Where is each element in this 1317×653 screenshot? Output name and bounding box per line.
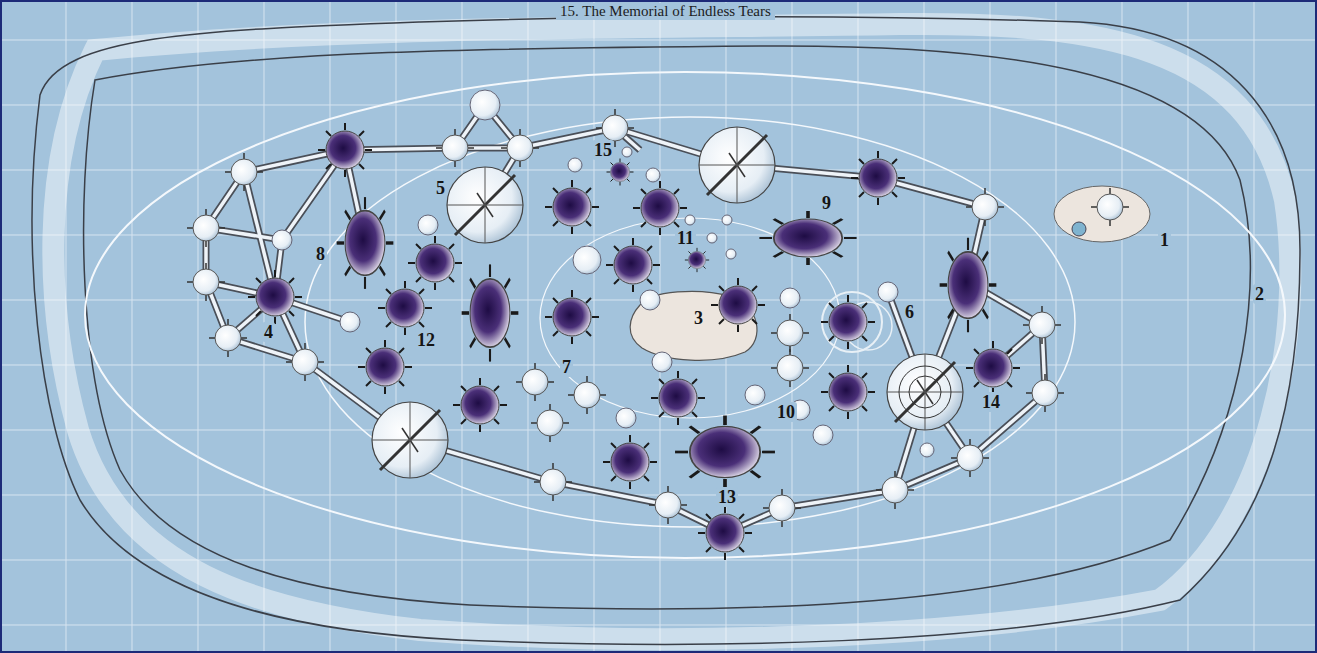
callout-number: 15 [592, 140, 614, 160]
callout-number: 7 [560, 357, 573, 377]
callout-number: 4 [262, 322, 275, 342]
callout-number: 3 [692, 308, 705, 328]
map-title: 15. The Memorial of Endless Tears [556, 3, 775, 20]
callout-number: 6 [903, 302, 916, 322]
callout-number: 9 [820, 193, 833, 213]
callout-number: 14 [980, 392, 1002, 412]
callout-number: 11 [675, 228, 696, 248]
callout-number: 5 [434, 178, 447, 198]
callout-number: 2 [1253, 284, 1266, 304]
callout-number: 10 [775, 402, 797, 422]
callout-number: 13 [716, 487, 738, 507]
callout-number: 8 [314, 244, 327, 264]
callout-number: 1 [1158, 230, 1171, 250]
callout-number: 12 [415, 330, 437, 350]
